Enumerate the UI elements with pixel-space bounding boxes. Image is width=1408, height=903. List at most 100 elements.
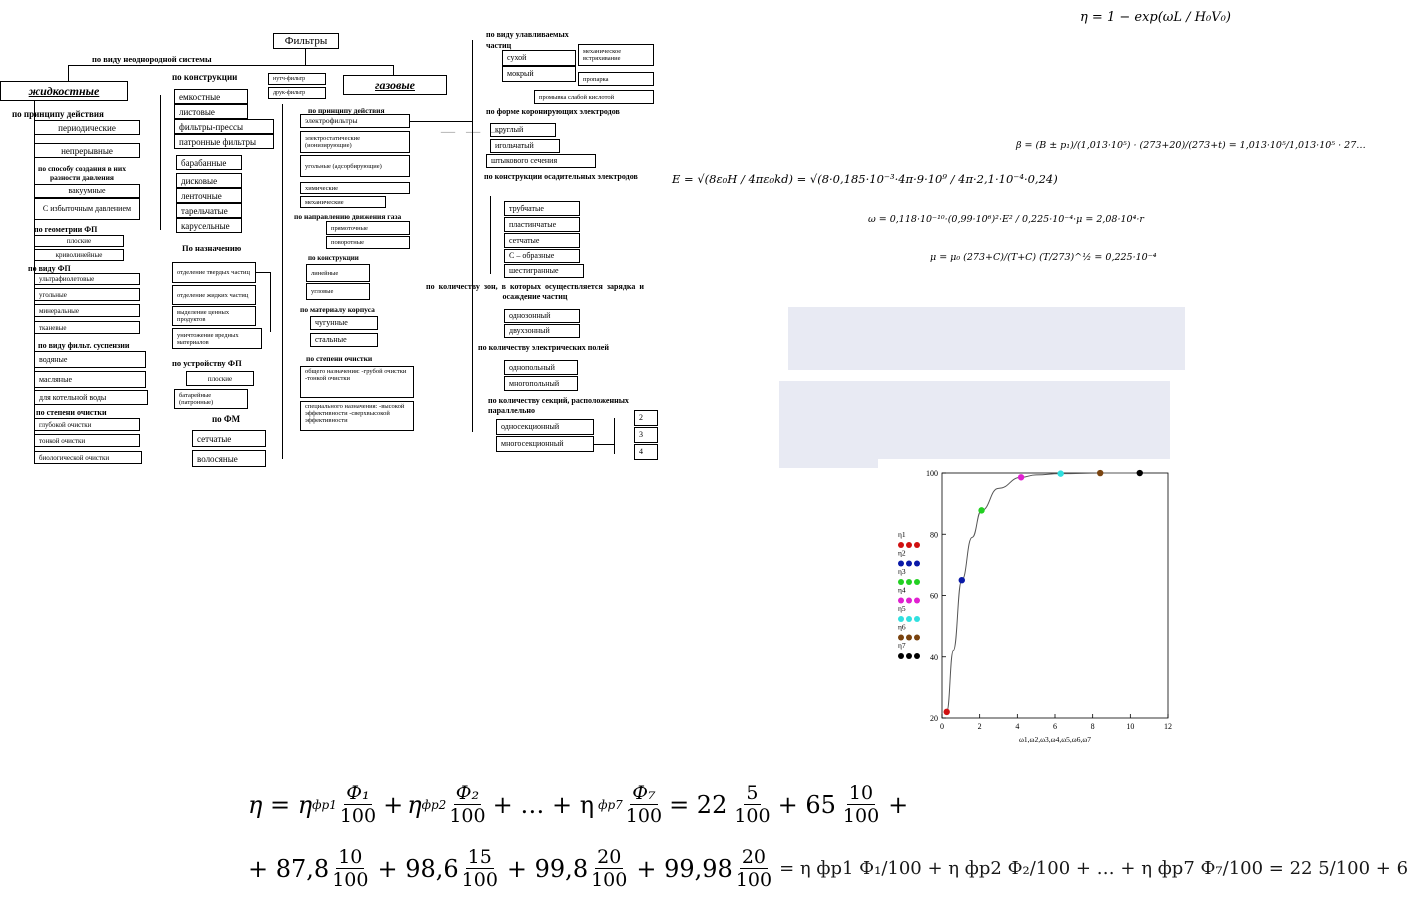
heading-purity: по степени очистки bbox=[36, 408, 107, 417]
x-tick-label: 2 bbox=[978, 722, 982, 731]
heading-particles-1: по виду улавливаемых bbox=[486, 30, 569, 39]
node-two-zone: двухзонный bbox=[504, 324, 580, 338]
node-multi-section: многосекционный bbox=[496, 436, 594, 452]
node-tubular: трубчатые bbox=[504, 201, 580, 216]
node-hair: волосяные bbox=[192, 450, 266, 467]
legend-marker-η7 bbox=[906, 653, 912, 659]
node-turning: поворотные bbox=[326, 236, 410, 249]
blank-panel-tab bbox=[779, 456, 878, 468]
legend-marker-η3 bbox=[906, 579, 912, 585]
node-electrofilter: электрофильтры bbox=[300, 114, 410, 128]
legend-label-η6: η6 bbox=[898, 623, 906, 632]
node-mechanical: механические bbox=[300, 196, 386, 208]
y-tick-label: 60 bbox=[930, 592, 938, 601]
legend-marker-η7 bbox=[914, 653, 920, 659]
node-steel: стальные bbox=[310, 333, 378, 347]
node-leaf: листовые bbox=[174, 104, 248, 119]
node-acid-wash: промывка слабой кислотой bbox=[534, 90, 654, 104]
heading-material: по материалу корпуса bbox=[300, 305, 375, 314]
node-count-2: 2 bbox=[634, 410, 658, 426]
heading-construction: по конструкции bbox=[172, 72, 238, 82]
node-cast-iron: чугунные bbox=[310, 316, 378, 330]
node-flat: плоские bbox=[34, 235, 124, 247]
node-oil: масляные bbox=[34, 371, 146, 388]
node-solid: отделение твердых частиц bbox=[172, 262, 256, 283]
x-tick-label: 12 bbox=[1164, 722, 1172, 731]
faint-overlay-digits: — — — bbox=[440, 122, 509, 141]
eq1-sub2: фр2 bbox=[421, 797, 447, 812]
node-special: специального назначения: -высокой эффект… bbox=[300, 401, 414, 431]
node-one-zone: однозонный bbox=[504, 309, 580, 323]
legend-marker-η5 bbox=[906, 616, 912, 622]
legend-label-η4: η4 bbox=[898, 586, 906, 595]
eq2-t2: + 98,6 bbox=[377, 854, 459, 883]
eq2-t4: + 99,98 bbox=[636, 854, 733, 883]
legend-marker-η7 bbox=[898, 653, 904, 659]
heading-zones: по количеству зон, в которых осуществляе… bbox=[426, 282, 644, 301]
legend-marker-η6 bbox=[898, 634, 904, 641]
node-general: общего назначения: -грубой очистки -тонк… bbox=[300, 366, 414, 398]
heading-gas-principle: по принципу действия bbox=[308, 106, 385, 115]
data-point-η5 bbox=[1057, 470, 1064, 477]
root-node: Фильтры bbox=[273, 33, 339, 49]
data-point-η1 bbox=[943, 708, 950, 716]
heading-liquid-principle: по принципу действия bbox=[12, 109, 104, 119]
node-gas: газовые bbox=[343, 75, 447, 95]
node-disk: дисковые bbox=[176, 173, 242, 188]
node-mineral: минеральные bbox=[34, 304, 140, 317]
formula-efficiency-exp: η = 1 − exp(ωL / H₀V₀) bbox=[1080, 10, 1231, 25]
node-fabric: тканевые bbox=[34, 321, 140, 334]
eq2-t3: + 99,8 bbox=[506, 854, 589, 883]
node-capacity: емкостные bbox=[174, 89, 248, 104]
heading-fp-device: по устройству ФП bbox=[172, 358, 242, 368]
heading-sections: по количеству секций, расположенных пара… bbox=[488, 396, 629, 415]
heading-corona: по форме коронирующих электродов bbox=[486, 107, 620, 116]
node-deep: глубокой очистки bbox=[34, 418, 140, 431]
legend-label-η5: η5 bbox=[898, 604, 906, 613]
legend-marker-η4 bbox=[906, 597, 912, 604]
node-count-3: 3 bbox=[634, 427, 658, 443]
x-axis-label: ω1,ω2,ω3,ω4,ω5,ω6,ω7 bbox=[1019, 735, 1091, 744]
node-mesh: сетчатые bbox=[192, 430, 266, 447]
node-water: водяные bbox=[34, 351, 146, 368]
node-chemical: химические bbox=[300, 182, 410, 194]
heading-particles-2: частиц bbox=[486, 41, 512, 50]
eq1-rhs: = 22 bbox=[669, 790, 728, 819]
legend-label-η2: η2 bbox=[898, 549, 906, 558]
node-vacuum: вакуумные bbox=[34, 184, 140, 198]
node-liquid: жидкостные bbox=[0, 81, 128, 101]
node-belt: ленточные bbox=[176, 188, 242, 203]
legend-marker-η1 bbox=[914, 542, 920, 548]
heading-pressure: по способу создания в них разности давле… bbox=[38, 164, 126, 182]
heading-geometry: по геометрии ФП bbox=[34, 225, 98, 234]
node-fine: тонкой очистки bbox=[34, 434, 140, 447]
node-dry: сухой bbox=[502, 50, 576, 66]
legend-label-η1: η1 bbox=[898, 530, 906, 539]
node-press: фильтры-прессы bbox=[174, 119, 274, 134]
node-valuable: выделение ценных продуктов bbox=[172, 306, 256, 326]
legend-marker-η5 bbox=[914, 616, 920, 622]
node-battery: батарейные (патронные) bbox=[174, 389, 248, 409]
x-tick-label: 4 bbox=[1015, 722, 1019, 731]
node-bayonet: штыкового сечения bbox=[486, 154, 596, 168]
x-tick-label: 0 bbox=[940, 722, 944, 731]
legend-marker-η5 bbox=[898, 616, 904, 622]
eq1-sub7: фр7 bbox=[598, 797, 623, 812]
node-cartridge: патронные фильтры bbox=[174, 134, 274, 149]
formula-beta: β = (B ± p₁)/(1,013·10⁵) · (273+20)/(273… bbox=[1016, 140, 1366, 151]
plot-frame bbox=[941, 472, 1169, 719]
data-point-η6 bbox=[1097, 469, 1104, 477]
node-device-flat: плоские bbox=[186, 371, 254, 386]
eq1-tail: + bbox=[888, 790, 909, 819]
heading-fields: по количеству электрических полей bbox=[478, 343, 609, 352]
node-one-section: односекционный bbox=[496, 419, 594, 435]
node-boiler: для котельной воды bbox=[34, 390, 148, 405]
data-point-η2 bbox=[958, 576, 965, 584]
node-uv: ультрафиолетовые bbox=[34, 273, 140, 285]
y-tick-label: 40 bbox=[930, 653, 938, 662]
heading-fm: по ФМ bbox=[212, 414, 241, 424]
